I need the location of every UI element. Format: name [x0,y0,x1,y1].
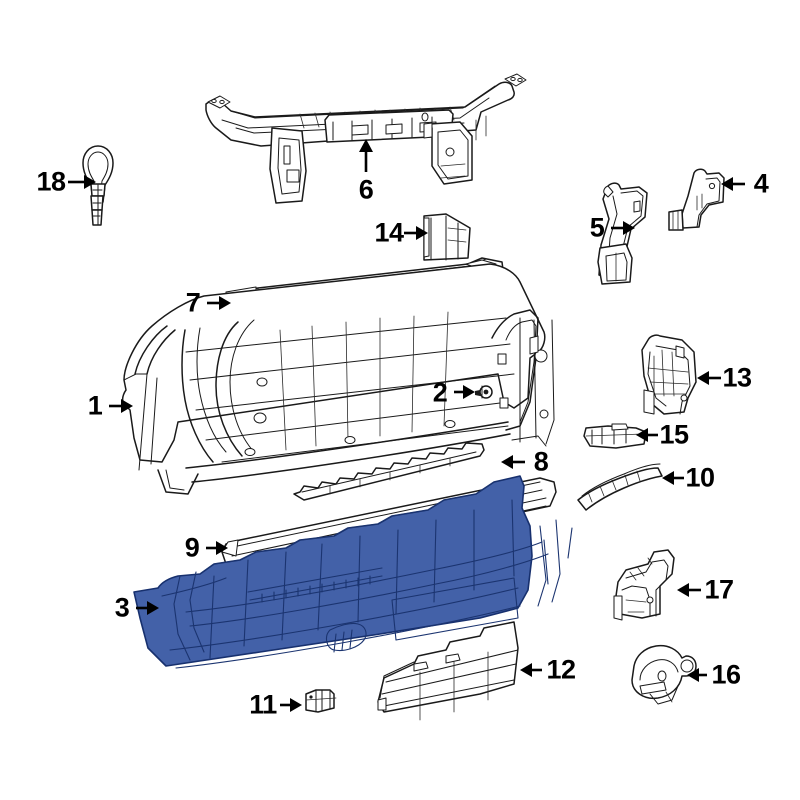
part-4-side-bracket-right[interactable] [668,168,725,231]
part-1-bumper-cover-upper[interactable] [121,263,555,495]
leader-arrow-11 [280,698,302,712]
part-12-lower-valance[interactable] [377,621,519,721]
callout-number-15[interactable]: 15 [659,419,689,450]
leader-arrow-12 [520,663,542,677]
callout-number-18[interactable]: 18 [36,166,66,197]
leader-arrow-2 [454,385,475,399]
part-14-support-bracket[interactable] [423,213,471,261]
leader-arrow-9 [206,541,228,555]
part-18-tow-hook-eyelet[interactable] [82,145,114,226]
part-16-tow-hook-cover-cap[interactable] [631,644,697,705]
callout-number-1[interactable]: 1 [87,390,103,421]
callout-number-14[interactable]: 14 [374,217,404,248]
callout-number-9[interactable]: 9 [184,532,200,563]
callout-number-3[interactable]: 3 [114,592,130,623]
callout-number-17[interactable]: 17 [704,574,734,605]
part-6-upper-crossmember[interactable] [205,73,527,204]
leader-arrow-10 [662,471,684,485]
callout-number-7[interactable]: 7 [185,287,201,318]
leader-arrow-8 [501,455,525,469]
part-10-retainer-strip[interactable] [577,463,663,511]
part-15-guide-rail[interactable] [583,423,647,449]
callout-number-12[interactable]: 12 [546,654,576,685]
leader-arrow-1 [109,399,133,413]
callout-number-13[interactable]: 13 [722,362,752,393]
leader-arrow-17 [677,583,701,597]
part-2-bumper-screw[interactable] [475,385,493,399]
callout-number-16[interactable]: 16 [711,659,741,690]
leader-arrow-4 [721,177,745,191]
leader-arrow-16 [687,668,707,682]
callout-number-8[interactable]: 8 [533,446,549,477]
callout-number-11[interactable]: 11 [249,689,277,720]
part-8-step-pad[interactable] [293,442,485,501]
part-13-side-mounting-bracket[interactable] [641,334,697,415]
leader-arrow-6 [359,139,373,172]
leader-arrow-7 [207,296,231,310]
callout-number-6[interactable]: 6 [358,174,374,205]
callout-number-4[interactable]: 4 [753,168,769,199]
leader-arrow-13 [697,371,721,385]
leader-arrow-15 [636,428,658,442]
leader-arrow-3 [136,601,159,615]
leader-arrow-5 [611,221,635,235]
callout-number-2[interactable]: 2 [432,377,448,408]
part-3-lower-bumper-fascia[interactable] [133,475,573,669]
leader-arrow-14 [404,226,428,240]
callout-number-10[interactable]: 10 [685,462,715,493]
callout-number-5[interactable]: 5 [589,212,605,243]
part-17-side-support-bracket[interactable] [613,549,675,621]
leader-arrow-18 [68,175,96,189]
part-11-retainer-clip[interactable] [305,689,337,713]
